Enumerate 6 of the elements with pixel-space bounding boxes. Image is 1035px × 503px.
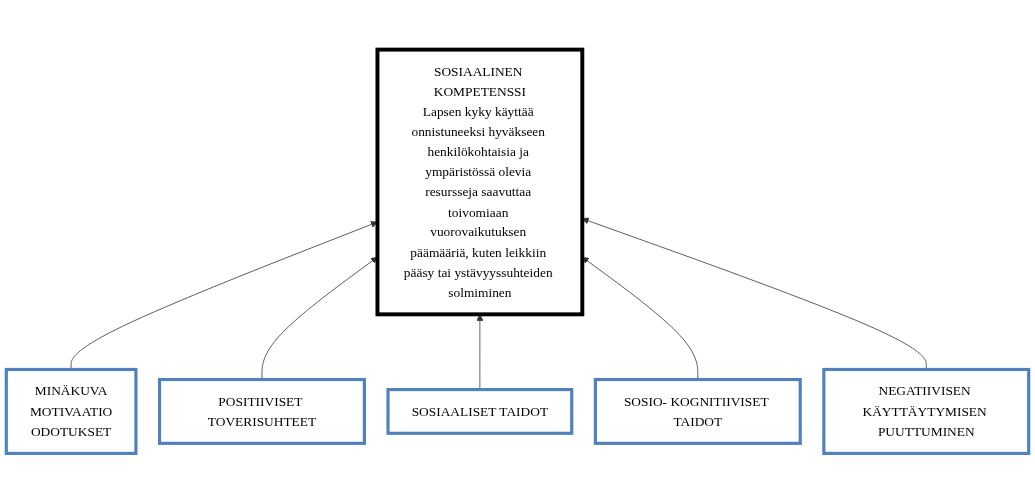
node-box: SOSIAALISET TAIDOT bbox=[386, 388, 574, 435]
node-box: POSITIIVISET TOVERISUHTEET bbox=[157, 377, 366, 445]
node-box: SOSIO- KOGNITIIVISET TAIDOT bbox=[593, 377, 802, 445]
node-box: NEGATIIVISEN KÄYTTÄYTYMISEN PUUTTUMINEN bbox=[822, 367, 1031, 455]
node-box: SOSIAALINEN KOMPETENSSI Lapsen kyky käyttää onnistuneeksi hyväkseen henkilökohtaisia ja ympäristössä olevia resursseja saavuttaa toivomiaan vuorovaikutuksen päämääriä, kuten leikkiin pääsy tai ystävyyssuhteiden solmiminen bbox=[375, 47, 585, 317]
node-box: MINÄKUVA MOTIVAATIO ODOTUKSET bbox=[4, 367, 138, 455]
